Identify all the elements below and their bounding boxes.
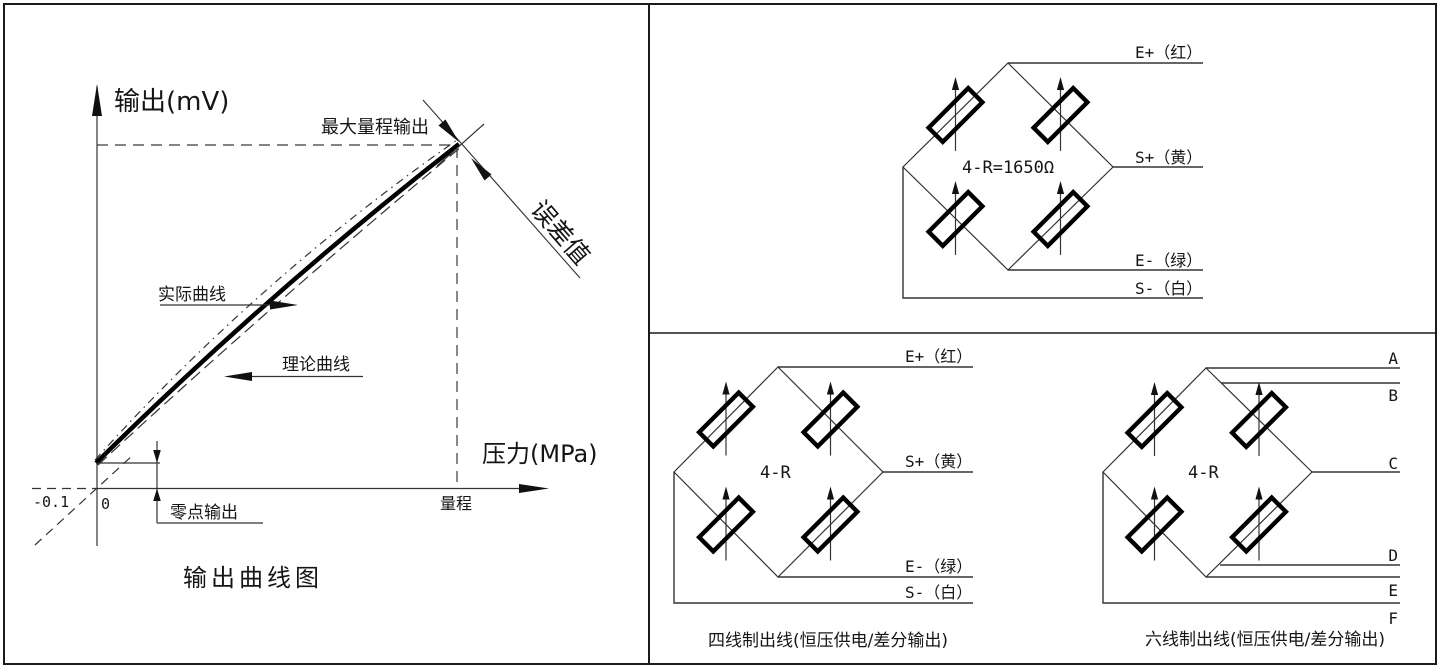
theoretical-curve-label: 理论曲线 (282, 355, 350, 375)
axes (32, 84, 549, 546)
label-s-plus: S+（黄） (905, 452, 972, 471)
actual-curve-label: 实际曲线 (158, 285, 226, 305)
bridge-full-range-panel: 4-R=1650Ω E+（红） S+（黄） E-（绿） S-（白） (902, 43, 1203, 299)
dimension-arrow-down-icon (153, 450, 161, 463)
label-e-minus: E-（绿） (905, 557, 972, 576)
bridge-resistance-label: 4-R=1650Ω (962, 158, 1054, 178)
label-b: B (1388, 386, 1398, 405)
label-s-plus: S+（黄） (1135, 148, 1202, 167)
label-e: E (1388, 581, 1398, 600)
zero-output-label: 零点输出 (170, 503, 238, 523)
strain-gauge-resistor (1034, 77, 1088, 151)
dimension-arrow-up-icon (153, 488, 161, 501)
output-curve-panel: 输出(mV) 压力(MPa) 最大量程输出 误差值 实际曲线 理论曲线 零点输出… (32, 84, 598, 592)
label-e-plus: E+（红） (905, 347, 972, 366)
curves (34, 123, 485, 546)
through-origin-dashed-line (34, 454, 134, 546)
origin-tick-label: 0 (101, 495, 110, 513)
wire-f (1102, 472, 1400, 604)
curve-extension-line (436, 123, 485, 167)
zero-output-dimension (97, 441, 263, 524)
bridge-six-wire-panel: 4-R A B C D E F 六线制出线(恒压供电/差分输出) (1102, 349, 1400, 650)
negative-tick-label: -0.1 (33, 493, 69, 511)
y-axis-label: 输出(mV) (114, 87, 229, 117)
error-value-label: 误差值 (525, 195, 596, 271)
strain-gauge-resistor (699, 382, 753, 456)
bridge-four-wire-panel: 4-R E+（红） S+（黄） E-（绿） S-（白） 四线制出线(恒压供电/差… (673, 347, 973, 651)
strain-gauge-resistor (699, 487, 753, 561)
outer-border (3, 3, 1437, 665)
panel-borders (3, 3, 1437, 665)
strain-gauge-resistor (804, 487, 858, 561)
strain-gauge-resistor (1232, 487, 1286, 561)
six-wire-caption: 六线制出线(恒压供电/差分输出) (1145, 630, 1385, 650)
panel-title: 输出曲线图 (183, 564, 323, 592)
actual-curve-arrow-icon (270, 300, 298, 310)
strain-gauge-resistor (929, 181, 983, 255)
curve-panel-labels: 输出(mV) 压力(MPa) 最大量程输出 误差值 实际曲线 理论曲线 零点输出… (33, 87, 598, 592)
label-e-plus: E+（红） (1135, 43, 1202, 62)
label-f: F (1388, 609, 1398, 628)
y-axis-arrow-icon (92, 84, 102, 116)
x-axis-arrow-icon (519, 484, 549, 493)
max-range-output-label: 最大量程输出 (321, 117, 429, 138)
four-wire-caption: 四线制出线(恒压供电/差分输出) (708, 631, 948, 651)
theoretical-dashdot-line (94, 139, 458, 461)
strain-gauge-resistor (1128, 382, 1182, 456)
label-a: A (1388, 349, 1398, 368)
strain-gauge-resistor (929, 77, 983, 151)
label-d: D (1388, 546, 1398, 565)
strain-gauge-resistor (804, 382, 858, 456)
bridge-center-label: 4-R (1188, 463, 1219, 483)
wire-s-minus (902, 167, 1203, 299)
wire-s-minus (673, 472, 973, 604)
error-arrow-lower-icon (471, 158, 492, 181)
strain-gauge-resistor (1128, 487, 1182, 561)
error-annotation (422, 99, 581, 279)
x-axis-label: 压力(MPa) (482, 440, 598, 468)
theoretical-curve-arrow-icon (224, 372, 252, 381)
actual-curve-line (94, 142, 461, 465)
curve-leaders (160, 300, 363, 381)
error-arrow-upper-icon (438, 119, 459, 142)
label-c: C (1388, 454, 1398, 473)
label-s-minus: S-（白） (1135, 279, 1202, 298)
range-tick-label: 量程 (440, 494, 472, 513)
reference-dashed-lines (97, 144, 458, 487)
strain-gauge-resistor (1232, 382, 1286, 456)
bridge-center-label: 4-R (760, 463, 791, 483)
label-s-minus: S-（白） (905, 583, 972, 602)
label-e-minus: E-（绿） (1135, 251, 1202, 270)
strain-gauge-resistor (1034, 181, 1088, 255)
